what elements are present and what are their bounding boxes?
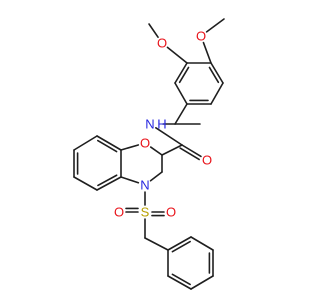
- atom-o-methoxy-top: O: [196, 29, 206, 44]
- bond-benz-f-inner: [96, 139, 118, 153]
- atom-o-sulfonyl-left: O: [114, 205, 124, 220]
- bond-ring1-e: [174, 82, 188, 105]
- bond-ph-f-inner: [171, 240, 191, 253]
- atom-o-ring: O: [140, 136, 150, 151]
- atom-h-amide: H: [157, 117, 166, 132]
- atom-o-methoxy-mid: O: [157, 36, 167, 51]
- bond-ph-b-inner: [171, 273, 191, 286]
- bond-ring-ch: [174, 103, 188, 125]
- bond-carbonyl-o-inner: [179, 147, 200, 161]
- bond-c3-n: [149, 171, 163, 182]
- bond-ring1-b-inner: [208, 66, 220, 84]
- bond-benz-e: [73, 135, 98, 151]
- bond-ph-f: [167, 236, 192, 251]
- bond-carbonyl-o: [181, 144, 202, 158]
- atom-s: S: [141, 205, 150, 220]
- bond-benz-c: [73, 176, 98, 191]
- bond-benz-b-inner: [97, 174, 118, 187]
- atom-o-sulfonyl-right: O: [166, 205, 176, 220]
- atom-o-carbonyl: O: [202, 153, 212, 168]
- bond-ring1-f: [174, 62, 188, 84]
- bond-o-methyl-mid: [148, 23, 159, 39]
- bond-ring1-f-inner: [178, 66, 190, 84]
- bond-carbonyl-c2: [161, 144, 183, 156]
- bond-ph-b: [167, 275, 192, 290]
- bond-n-benz: [120, 176, 140, 184]
- bond-ph-c: [190, 275, 214, 290]
- bond-ph-e: [190, 236, 214, 251]
- bond-c2-o: [149, 146, 163, 156]
- atom-n-ring: N: [140, 178, 149, 193]
- bond-o-methyl-top: [205, 18, 225, 33]
- bond-ring1-b: [210, 62, 224, 84]
- atom-label-layer: O O O O N H N S O O: [114, 29, 212, 220]
- molecule-diagram: O O O O N H N S O O: [73, 18, 225, 290]
- atom-n-amide: N: [145, 117, 154, 132]
- bond-ring-o-top: [202, 41, 212, 64]
- bond-n-carbonyl: [155, 127, 183, 146]
- bond-layer: [73, 18, 225, 290]
- bond-o-benz: [120, 144, 140, 151]
- bond-benz-b: [96, 176, 122, 191]
- structure-svg: O O O O N H N S O O: [73, 18, 225, 290]
- bond-benz-f: [96, 135, 122, 151]
- bond-ring1-c: [210, 82, 224, 105]
- bond-ring-o-mid: [166, 46, 188, 64]
- bond-ch2-phenyl: [144, 237, 169, 251]
